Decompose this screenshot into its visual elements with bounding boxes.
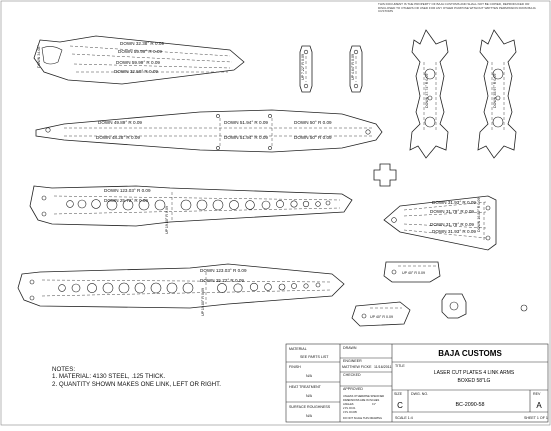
bend-label: UP 4.64° R 0.09: [351, 54, 355, 80]
bend-label: DOWN 31.93° R 0.09: [432, 229, 476, 234]
bend-label: DOWN 31.79° R 0.09: [430, 209, 474, 214]
notes-heading: NOTES:: [52, 366, 76, 373]
gusset-plate: DOWN 31.93° R 0.09 DOWN 31.79° R 0.09 DO…: [383, 195, 497, 251]
dwg-value: BC-2090-58: [455, 402, 484, 408]
bend-label: DOWN 123.03° R 0.09: [104, 188, 151, 193]
small-bars: UP 7.22° R 0.09 UP 4.64° R 0.09: [299, 45, 363, 93]
surface-roughness-value: N/A: [306, 414, 313, 418]
title-line2: BOXED 58"LG: [458, 378, 491, 384]
tolerance-line: UNLESS OTHERWISE SPECIFIED: [343, 394, 384, 398]
material-label: MATERIAL: [289, 347, 307, 351]
tolerance-line: ANGLES: [343, 402, 354, 406]
date-value: 11/16/2011: [374, 365, 391, 369]
notes-block: NOTES: 1. MATERIAL: 4130 STEEL, .125 THI…: [52, 366, 221, 388]
bend-label: UP 40° R 0.09: [370, 315, 393, 319]
tab-parts: UP 40° R 0.09 UP 40° R 0.09: [351, 261, 528, 327]
tolerance-line: ±1°: [372, 402, 376, 406]
bend-label: DOWN 31.93° R 0.09: [432, 200, 476, 205]
bend-label: DOWN 32.58° R 0.09: [114, 69, 158, 74]
drawn-label: DRAWN: [343, 346, 357, 350]
finish-label: FINISH: [289, 365, 301, 369]
material-value: SEE PARTS LIST: [300, 355, 329, 359]
rev-value: A: [536, 401, 542, 410]
bend-label: DOWN 25.72° R 0.09: [104, 198, 148, 203]
size-label: SIZE: [394, 392, 403, 396]
title-line1: LASER CUT PLATES 4 LINK ARMS: [434, 370, 515, 376]
arm-upper: DOWN 123.03° R 0.09 DOWN 25.72° R 0.09 U…: [29, 185, 353, 234]
tolerance-line: DIMENSIONS ARE IN INCHES: [343, 398, 379, 402]
bend-label: DOWN 59.99° R 0.09: [118, 49, 162, 54]
bend-label: DOWN 37.74° R 0.09: [425, 74, 429, 108]
bend-label: DOWN 59.99° R 0.09: [116, 60, 160, 65]
note-item: 1. MATERIAL: 4130 STEEL, .125 THICK.: [52, 373, 166, 381]
heat-treatment-value: N/A: [306, 394, 313, 398]
bend-label: DOWN 50° R 0.09: [294, 135, 332, 140]
company-name: BAJA CUSTOMS: [438, 349, 502, 358]
title-label: TITLE: [395, 364, 405, 368]
bend-label: DOWN 34.08°: [37, 45, 41, 68]
bend-label: UP 19.80° R 0.09: [201, 288, 205, 316]
bend-label: DOWN 48.28° R 0.09: [96, 135, 140, 140]
title-block: MATERIAL SEE PARTS LIST FINISH N/A HEAT …: [285, 343, 549, 423]
proprietary-notice: THIS DOCUMENT IS THE PROPERTY OF BAJA CU…: [378, 2, 536, 14]
right-plates: DOWN 37.74° R 0.09 DOWN 35.97° R 0.09: [409, 29, 517, 159]
bend-label: DOWN 123.03° R 0.09: [200, 268, 247, 273]
checked-label: CHECKED: [343, 373, 361, 377]
surface-roughness-label: SURFACE ROUGHNESS: [289, 405, 331, 409]
do-not-scale-note: DO NOT SCALE THIS DRAWING: [343, 416, 382, 420]
size-value: C: [397, 401, 403, 410]
finish-value: N/A: [306, 374, 313, 378]
engineer-value: MATTHEW FICKE: [342, 365, 372, 369]
arm-lower: DOWN 123.03° R 0.09 DOWN 25.72° R 0.09 U…: [17, 263, 345, 316]
bend-label: DOWN 49.89° R 0.09: [98, 120, 142, 125]
bend-label: DOWN 31.79° R 0.09: [430, 222, 474, 227]
bend-label: UP 19.80° R 0.09: [165, 206, 169, 234]
bend-label: DOWN 32.38° R 0.09: [120, 41, 164, 46]
note-item: 2. QUANTITY SHOWN MAKES ONE LINK, LEFT O…: [52, 380, 221, 388]
heat-treatment-label: HEAT TREATMENT: [289, 385, 322, 389]
bend-label: DOWN 51.94° R 0.09: [224, 135, 268, 140]
tolerance-line: 2 PL ±0.01: [343, 406, 356, 410]
bend-label: UP 40° R 0.09: [402, 271, 425, 275]
tolerance-line: 3 PL ±0.005: [343, 410, 357, 414]
engineer-label: ENGINEER: [343, 359, 362, 363]
bend-label: DOWN 35.97° R 0.09: [493, 74, 497, 108]
dwg-label: DWG. NO.: [411, 392, 428, 396]
bend-label: DOWN 50° R 0.09: [294, 120, 332, 125]
approved-label: APPROVED: [343, 387, 363, 391]
scale-label: SCALE 1:4: [395, 416, 413, 420]
bend-label: DOWN 16.89° R 0.09: [477, 198, 481, 232]
bend-label: UP 7.22° R 0.09: [301, 54, 305, 80]
sheet-label: SHEET 1 OF 1: [524, 416, 548, 420]
rev-label: REV: [533, 392, 541, 396]
top-plate: DOWN 32.38° R 0.09 DOWN 59.99° R 0.09 DO…: [33, 35, 245, 85]
bend-label: DOWN 25.72° R 0.09: [200, 278, 244, 283]
cross-part: [373, 163, 397, 187]
bend-label: DOWN 51.94° R 0.09: [224, 120, 268, 125]
long-plate: DOWN 49.89° R 0.09 DOWN 51.94° R 0.09 DO…: [35, 109, 383, 153]
